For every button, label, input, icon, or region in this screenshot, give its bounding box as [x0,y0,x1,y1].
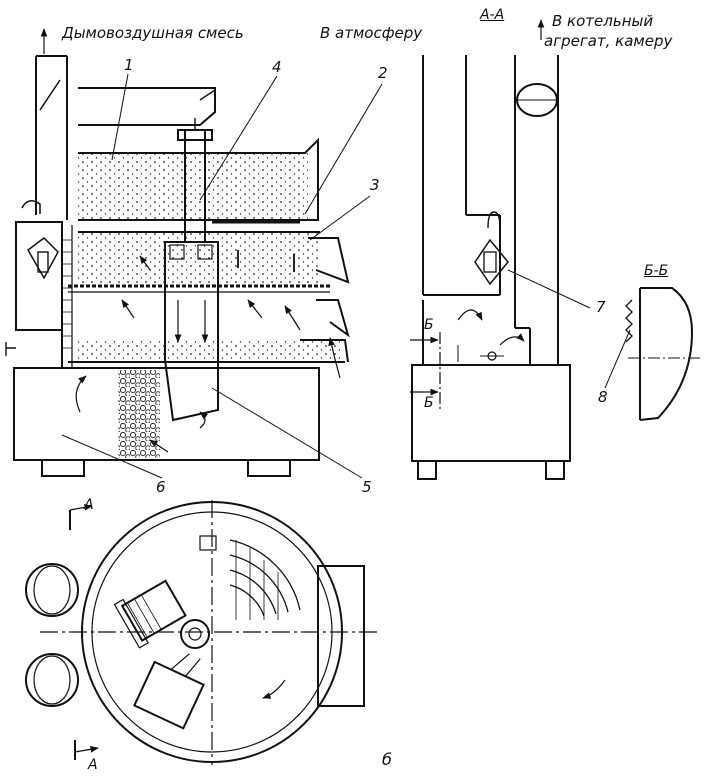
callout-7: 7 [596,298,606,316]
callout-5: 5 [362,478,372,496]
marker-b-top: Б [424,317,434,333]
marker-b-bottom: Б [424,395,434,411]
view-label-b: б [382,750,392,769]
marker-a-bottom: А [88,757,98,773]
callout-4: 4 [272,58,282,76]
main-elevation [5,28,383,479]
section-title-bb: Б-Б [644,263,669,279]
section-bb [604,287,700,421]
section-aa [410,19,591,480]
callout-6: 6 [156,478,166,496]
callout-8: 8 [598,388,608,406]
label-flue-gas: Дымовоздушная смесь [62,24,244,42]
section-title-aa: А-А [480,7,505,23]
label-to-boiler-1: В котельный [552,12,654,30]
plan-view [25,500,380,765]
callout-3: 3 [370,176,380,194]
callout-2: 2 [378,64,388,82]
marker-a-top: А [84,497,94,513]
callout-1: 1 [124,56,134,74]
label-to-boiler-2: агрегат, камеру [544,32,673,50]
label-to-atmosphere: В атмосферу [320,24,423,42]
